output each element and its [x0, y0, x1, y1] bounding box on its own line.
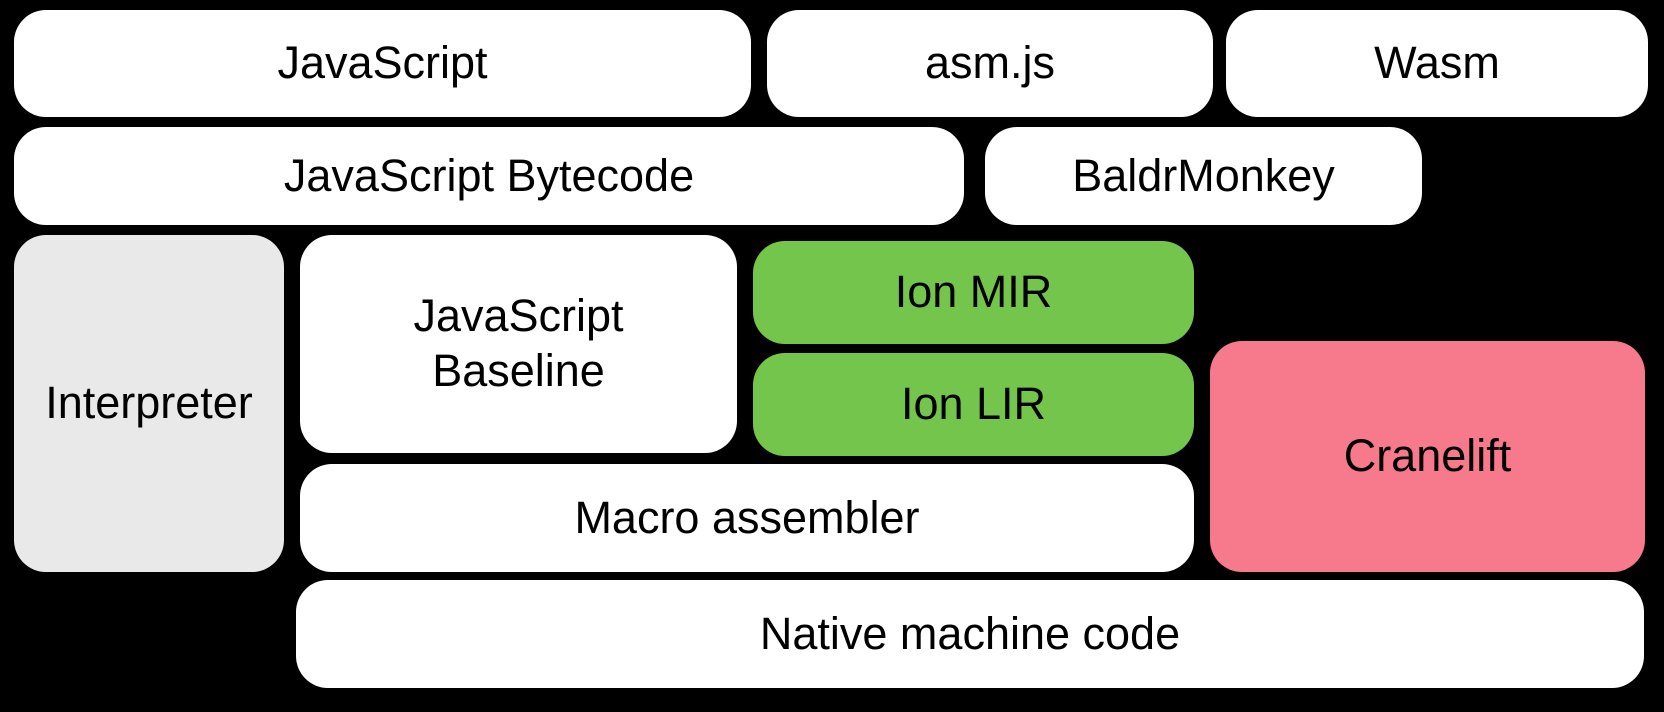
box-javascript-bytecode: JavaScript Bytecode	[14, 127, 964, 225]
box-macro-assembler: Macro assembler	[300, 464, 1194, 572]
box-javascript: JavaScript	[14, 10, 751, 117]
box-asm-js: asm.js	[767, 10, 1213, 117]
box-ion-lir: Ion LIR	[753, 353, 1194, 456]
box-javascript-baseline: JavaScript Baseline	[300, 235, 737, 453]
box-cranelift: Cranelift	[1210, 341, 1645, 572]
box-native-machine-code: Native machine code	[296, 580, 1644, 688]
box-wasm: Wasm	[1226, 10, 1648, 117]
box-interpreter: Interpreter	[14, 235, 284, 572]
box-baldrmonkey: BaldrMonkey	[985, 127, 1422, 225]
box-ion-mir: Ion MIR	[753, 241, 1194, 344]
